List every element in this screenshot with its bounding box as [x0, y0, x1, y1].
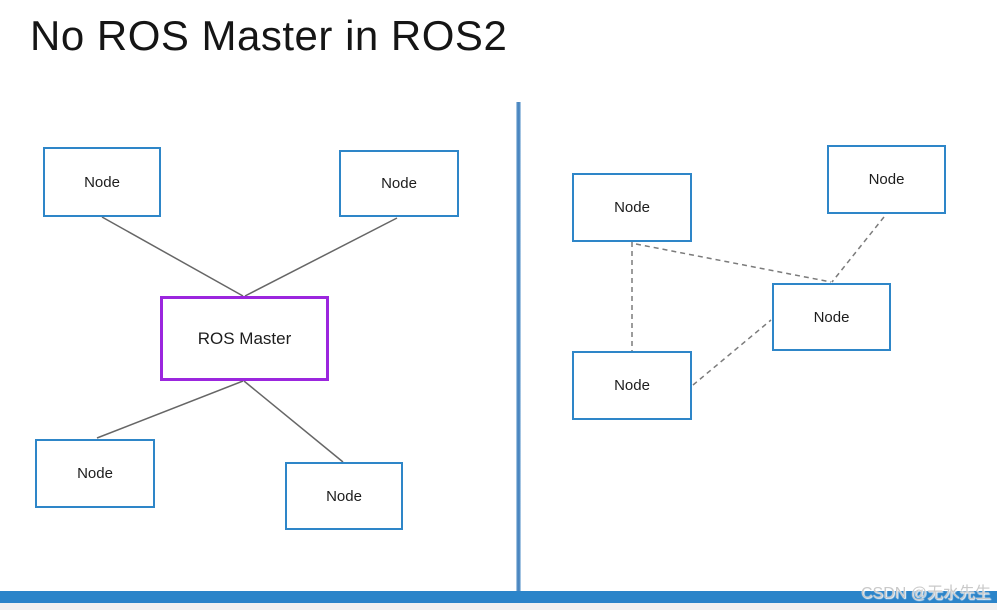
node-box: Node	[772, 283, 891, 351]
node-label: Node	[84, 173, 120, 191]
node-label: Node	[326, 487, 362, 505]
node-box: Node	[572, 351, 692, 420]
bottom-strip	[0, 603, 997, 610]
node-box: Node	[43, 147, 161, 217]
ros-master-box: ROS Master	[160, 296, 329, 381]
node-label: Node	[813, 308, 850, 326]
node-label: Node	[614, 377, 650, 394]
bottom-bar	[0, 591, 997, 603]
section-divider	[516, 102, 521, 591]
node-box: Node	[572, 173, 692, 242]
page-title: No ROS Master in ROS2	[30, 12, 508, 59]
node-box: Node	[339, 150, 459, 217]
node-label: Node	[868, 171, 905, 188]
node-box: Node	[827, 145, 946, 214]
node-box: Node	[35, 439, 155, 508]
node-label: Node	[614, 199, 650, 216]
node-label: Node	[77, 465, 113, 482]
watermark: CSDN @无水先生	[860, 585, 991, 602]
node-label: Node	[381, 175, 417, 192]
node-box: Node	[285, 462, 403, 530]
ros-master-label: ROS Master	[197, 328, 292, 348]
